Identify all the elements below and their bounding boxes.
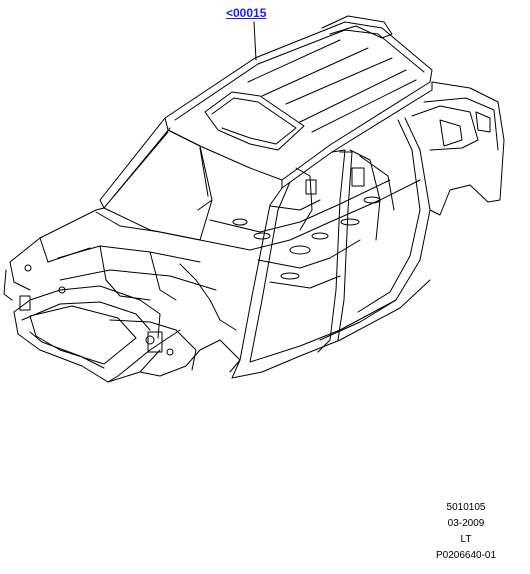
callout-leader-line: [253, 21, 257, 61]
roof-panel: [164, 15, 433, 189]
windscreen-frame: [99, 117, 213, 241]
floor-pan: [199, 179, 431, 379]
part-callout-link[interactable]: <00015: [226, 6, 267, 20]
radiator-opening: [29, 305, 137, 365]
inner-panels: [269, 111, 491, 241]
side-frame: [229, 81, 505, 373]
sunroof-opening: [204, 91, 305, 151]
reference-date: 03-2009: [447, 518, 485, 529]
reference-block: 5010105 03-2009 LT P0206640-01: [406, 500, 526, 564]
front-end-structure: [3, 207, 241, 383]
illustration-id: P0206640-01: [435, 550, 497, 561]
reference-code: 5010105: [446, 502, 486, 513]
reference-variant: LT: [460, 534, 472, 545]
